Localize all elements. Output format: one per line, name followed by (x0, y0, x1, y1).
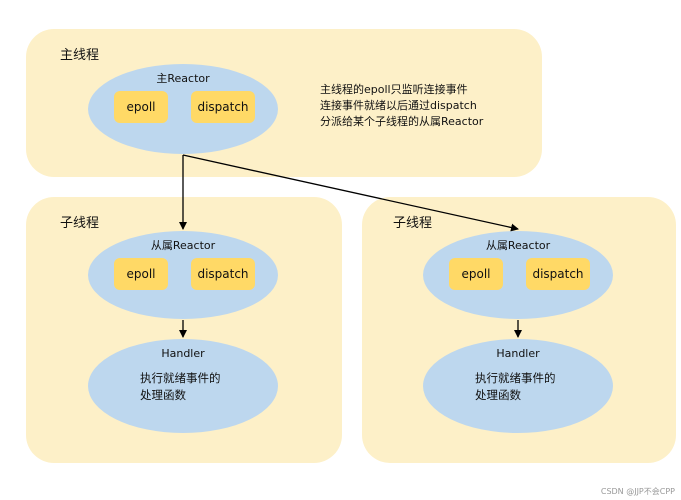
sub-thread-title-1: 子线程 (60, 216, 100, 231)
main-epoll-chip: epoll (114, 91, 168, 123)
handler-desc-1: 执行就绪事件的 处理函数 (140, 370, 221, 404)
note-line-1: 主线程的epoll只监听连接事件 (320, 83, 468, 96)
sub-reactor-label-2: 从属Reactor (485, 239, 551, 252)
handler-desc-2-line-2: 处理函数 (475, 388, 521, 402)
main-reactor-label: 主Reactor (156, 72, 210, 85)
sub-dispatch-chip-2: dispatch (526, 258, 590, 290)
note-line-2: 连接事件就绪以后通过dispatch (320, 99, 477, 112)
handler-ellipse-2 (423, 339, 613, 433)
handler-desc-2-line-1: 执行就绪事件的 (475, 371, 556, 385)
sub-thread-title-2: 子线程 (393, 216, 433, 231)
handler-desc-1-line-2: 处理函数 (140, 388, 186, 402)
sub-dispatch-chip-1: dispatch (191, 258, 255, 290)
handler-desc-2: 执行就绪事件的 处理函数 (475, 370, 556, 404)
sub-epoll-chip-1: epoll (114, 258, 168, 290)
main-thread-title: 主线程 (60, 48, 100, 63)
handler-ellipse-1 (88, 339, 278, 433)
handler-label-2: Handler (496, 347, 540, 360)
main-thread-note: 主线程的epoll只监听连接事件 连接事件就绪以后通过dispatch 分派给某… (320, 82, 483, 130)
handler-label-1: Handler (161, 347, 205, 360)
sub-epoll-chip-2: epoll (449, 258, 503, 290)
handler-desc-1-line-1: 执行就绪事件的 (140, 371, 221, 385)
watermark: CSDN @JJP不会CPP (600, 487, 675, 496)
arrow-main-to-sub2 (182, 154, 519, 232)
note-line-3: 分派给某个子线程的从属Reactor (320, 115, 484, 128)
sub-reactor-label-1: 从属Reactor (150, 239, 216, 252)
main-dispatch-chip: dispatch (191, 91, 255, 123)
